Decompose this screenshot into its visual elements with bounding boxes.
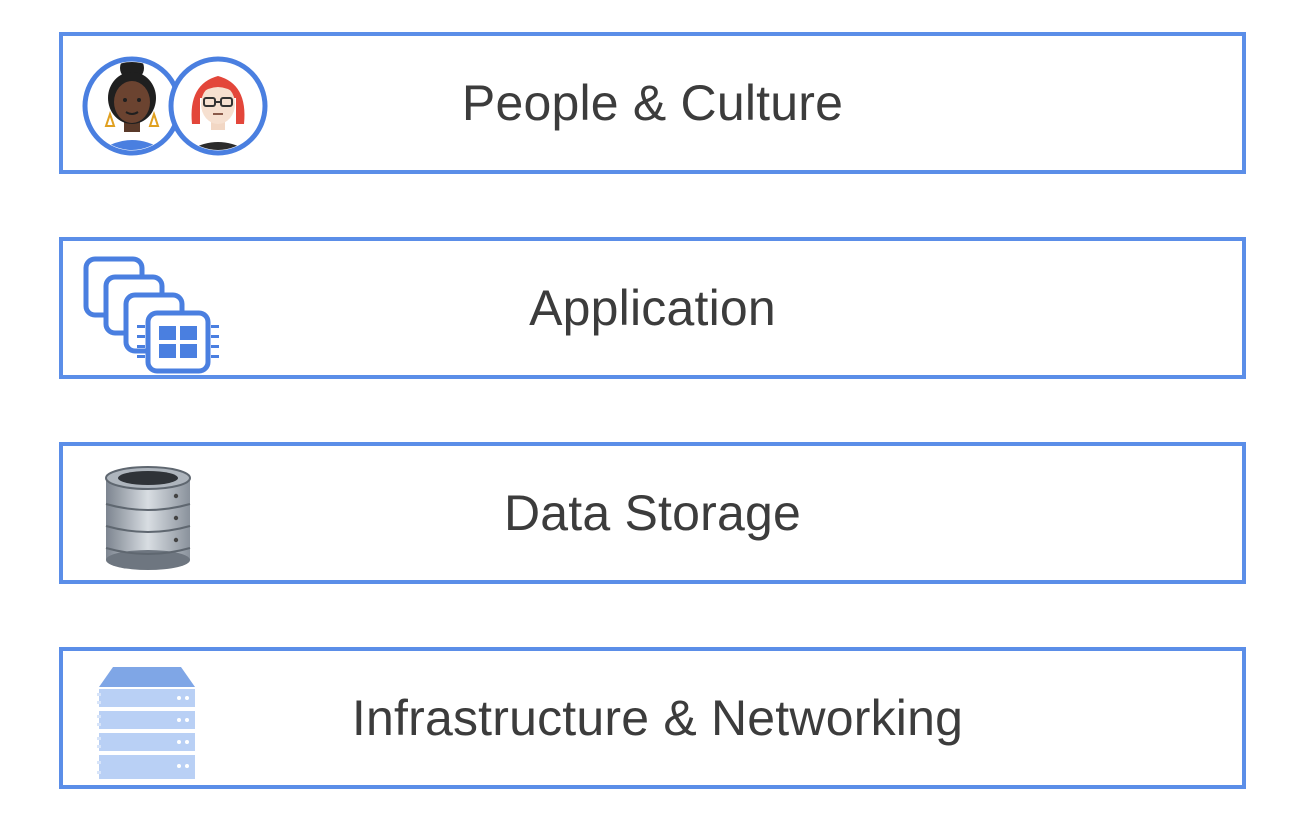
layer-label: Infrastructure & Networking — [351, 690, 964, 746]
layer-label: People & Culture — [461, 75, 844, 131]
application-containers-icon — [83, 256, 219, 374]
database-icon — [105, 466, 191, 570]
application-layer: Application — [59, 237, 1246, 379]
people-culture-layer: People & Culture — [59, 32, 1246, 174]
layer-label: Application — [529, 280, 776, 336]
people-avatars-icon — [82, 56, 268, 156]
layer-label: Data Storage — [503, 485, 802, 541]
data-storage-layer: Data Storage — [59, 442, 1246, 584]
infrastructure-networking-layer: Infrastructure & Networking — [59, 647, 1246, 789]
server-rack-icon — [97, 667, 195, 779]
